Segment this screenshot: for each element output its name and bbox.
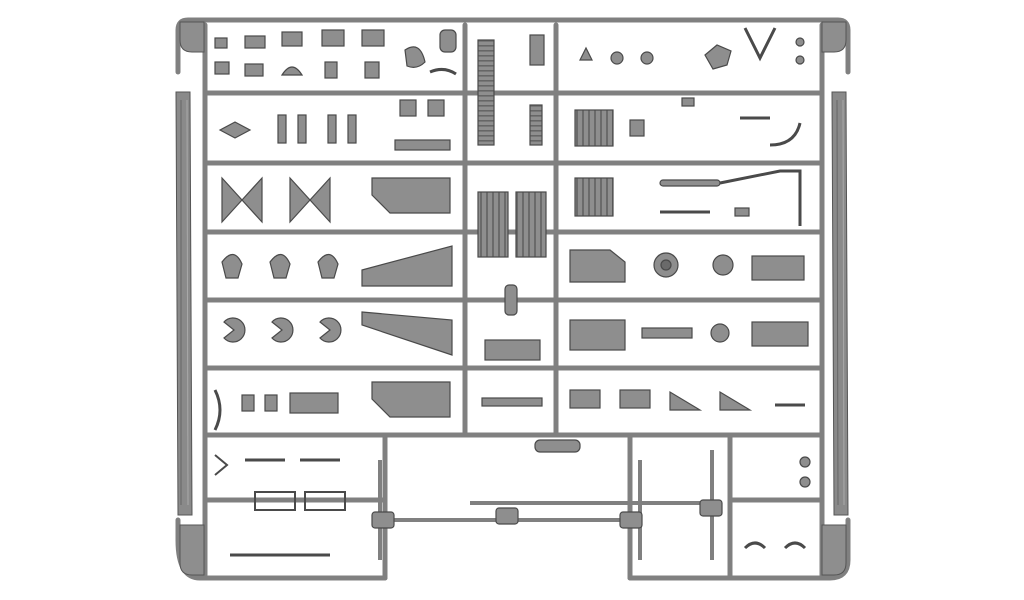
parts-row-1: [214, 27, 805, 146]
parts-row-5: [223, 284, 809, 361]
side-rail-right: [831, 91, 849, 516]
sprue-frame: [175, 17, 851, 581]
parts-row-2: [218, 97, 802, 151]
parts-row-3: [221, 169, 802, 258]
side-rail-left: [175, 91, 193, 516]
parts-row-6: [213, 381, 805, 431]
parts-bottom: [214, 439, 811, 560]
corner-tabs: [179, 21, 847, 576]
parts-row-4: [221, 245, 805, 287]
